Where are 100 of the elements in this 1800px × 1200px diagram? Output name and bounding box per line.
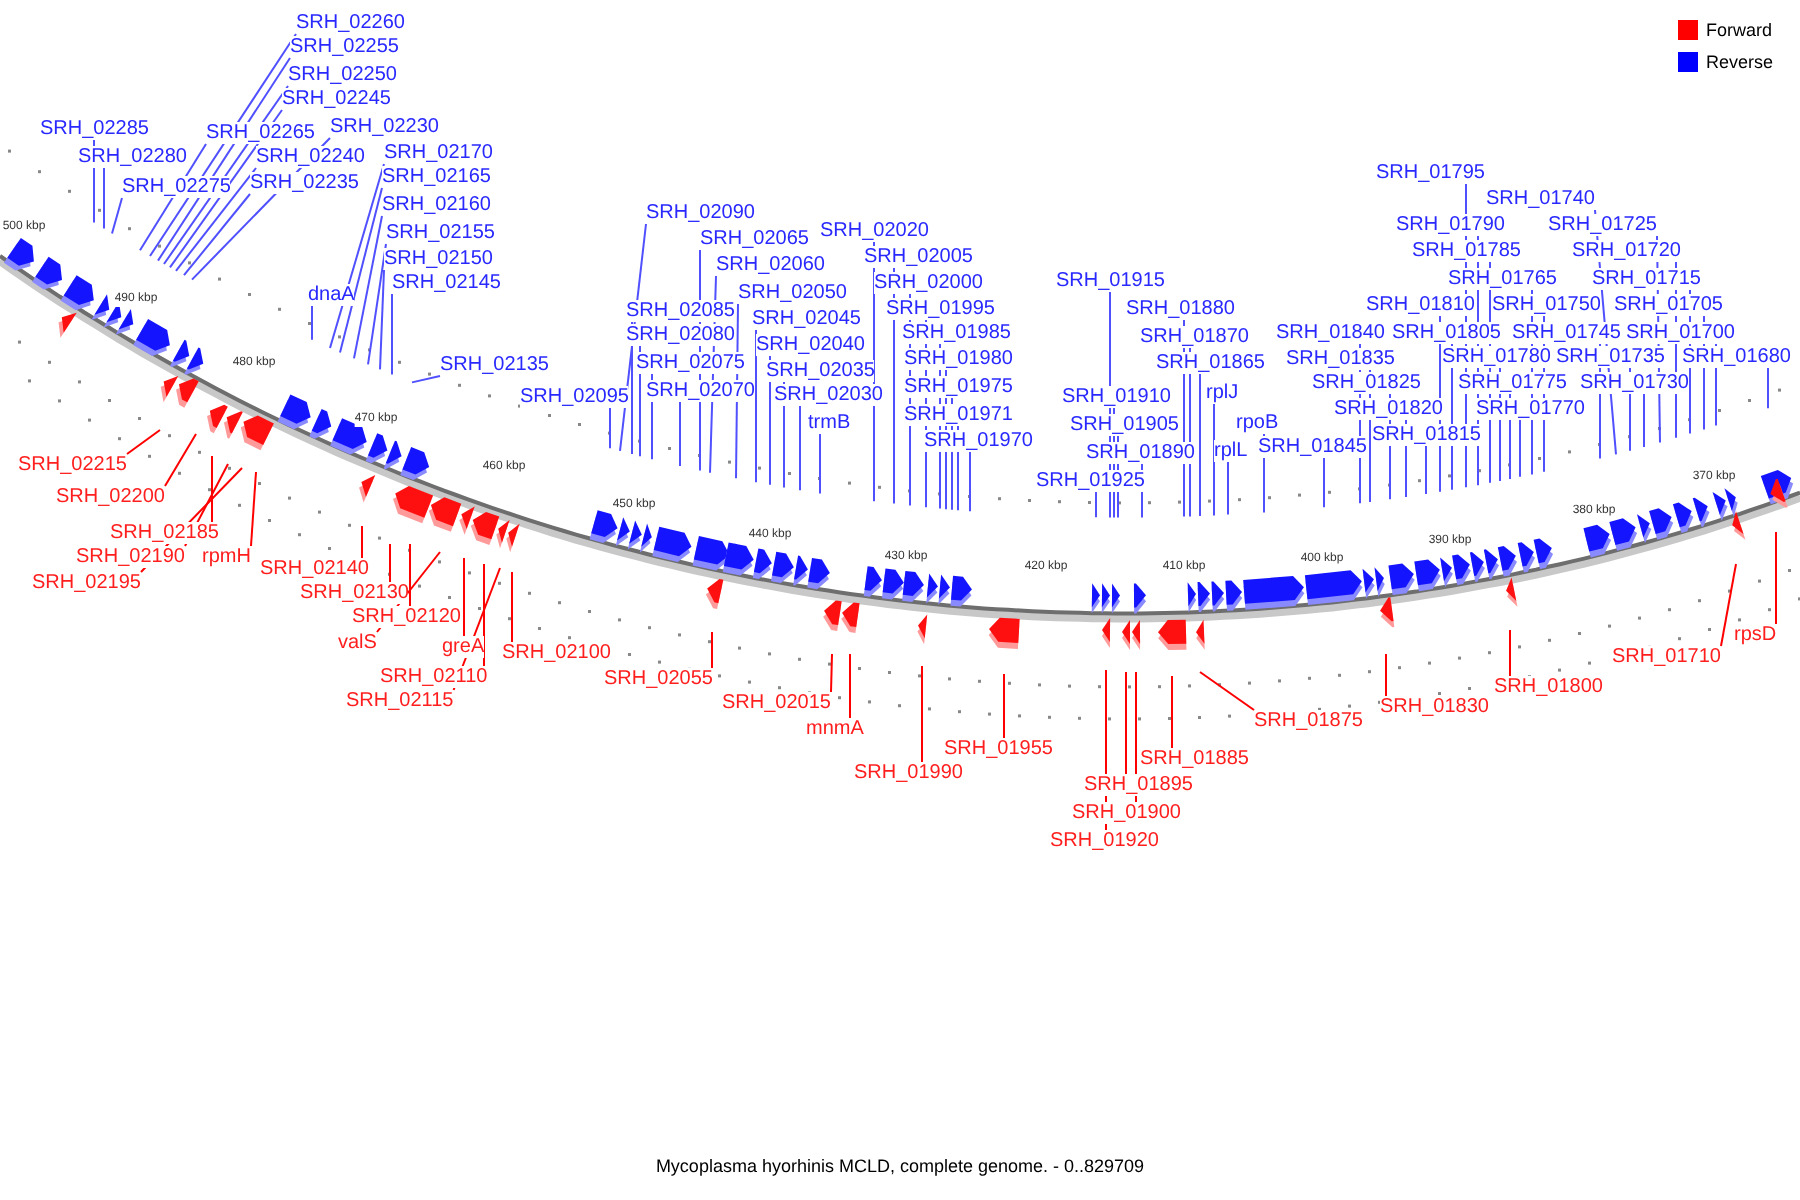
gene-label: SRH_01735	[1556, 346, 1665, 368]
gene-label: SRH_01825	[1312, 372, 1421, 394]
gene-label: SRH_01795	[1376, 162, 1485, 184]
gene-label: SRH_02200	[56, 486, 165, 508]
leader-line	[1227, 461, 1229, 516]
gene-label: SRH_02140	[260, 558, 369, 580]
gene-label: SRH_01990	[854, 762, 963, 784]
gene-label: SRH_01955	[944, 738, 1053, 760]
leader-line	[361, 525, 363, 559]
gene-label: SRH_02275	[122, 176, 231, 198]
gene-label: SRH_02145	[392, 272, 501, 294]
leader-line	[755, 329, 757, 484]
gene-label: SRH_02215	[18, 454, 127, 476]
gene-label: SRH_01870	[1140, 326, 1249, 348]
gene-label: SRH_01865	[1156, 352, 1265, 374]
gene-label: SRH_01895	[1084, 774, 1193, 796]
gene-label: SRH_02160	[382, 194, 491, 216]
gene-label: SRH_01705	[1614, 294, 1723, 316]
gene-label: rplL	[1214, 440, 1248, 462]
gene-label: SRH_01840	[1276, 322, 1385, 344]
leader-line	[1199, 671, 1255, 711]
gene-label: SRH_02185	[110, 522, 219, 544]
gene-label: SRH_01980	[904, 348, 1013, 370]
gene-label: SRH_01925	[1036, 470, 1145, 492]
leader-line	[1213, 403, 1215, 517]
leader-line	[211, 455, 213, 523]
gene-label: dnaA	[308, 284, 355, 306]
leader-line	[103, 167, 105, 230]
caption: Mycoplasma hyorhinis MCLD, complete genome. - 0..829709	[655, 1156, 1145, 1176]
legend-label: Reverse	[1706, 52, 1774, 72]
gene-label: SRH_02130	[300, 582, 409, 604]
gene-label: SRH_02190	[76, 546, 185, 568]
gene-label: SRH_01800	[1494, 676, 1603, 698]
gene-label: SRH_01815	[1372, 424, 1481, 446]
gene-label: SRH_02035	[766, 360, 875, 382]
gene-label: SRH_02065	[700, 228, 809, 250]
gene-label: SRH_01780	[1442, 346, 1551, 368]
leader-line	[799, 405, 801, 492]
leader-line	[409, 543, 411, 607]
gene-label: SRH_01750	[1492, 294, 1601, 316]
gene-label: SRH_02120	[352, 606, 461, 628]
gene-label: rpmH	[202, 546, 251, 568]
gene-label: SRH_01770	[1476, 398, 1585, 420]
leader-line	[353, 215, 383, 360]
leader-line	[679, 401, 681, 467]
gene-label: trmB	[808, 412, 851, 434]
gene-label: SRH_02265	[206, 122, 315, 144]
gene-label: SRH_01970	[924, 430, 1033, 452]
leader-line	[1509, 629, 1511, 677]
gene-label: SRH_02285	[40, 118, 149, 140]
gene-label: SRH_01725	[1548, 214, 1657, 236]
gene-label: SRH_01740	[1486, 188, 1595, 210]
gene-label: SRH_02240	[256, 146, 365, 168]
gene-label: SRH_02050	[738, 282, 847, 304]
leader-line	[483, 563, 485, 667]
gene-label: SRH_02260	[296, 12, 405, 34]
gene-label: SRH_01710	[1612, 646, 1721, 668]
gene-label: SRH_02005	[864, 246, 973, 268]
gene-label: SRH_02000	[874, 272, 983, 294]
gene-label: SRH_02255	[290, 36, 399, 58]
leader-line	[339, 187, 383, 354]
gene-label: SRH_02045	[752, 308, 861, 330]
gene-label: SRH_02110	[380, 666, 488, 688]
gene-label: valS	[338, 632, 377, 654]
leader-line	[1767, 367, 1769, 410]
gene-label: SRH_01900	[1072, 802, 1181, 824]
gene-label: SRH_02170	[384, 142, 493, 164]
leader-line	[921, 665, 923, 763]
gene-label: SRH_02015	[722, 692, 831, 714]
leader-line	[1643, 393, 1645, 448]
leader-line	[609, 407, 611, 450]
leader-line	[1720, 563, 1737, 647]
leader-line	[389, 543, 391, 583]
gene-label: SRH_02115	[346, 690, 454, 712]
gene-label: SRH_01730	[1580, 372, 1689, 394]
gene-label: SRH_01880	[1126, 298, 1235, 320]
leader-line	[1323, 457, 1325, 509]
gene-label: SRH_01745	[1512, 322, 1621, 344]
gene-label: SRH_01830	[1380, 696, 1489, 718]
gene-label: SRH_02280	[78, 146, 187, 168]
gene-label: SRH_01920	[1050, 830, 1159, 852]
gene-label: SRH_01885	[1140, 748, 1249, 770]
gene-label: SRH_02075	[636, 352, 745, 374]
gene-label: SRH_01975	[904, 376, 1013, 398]
gene-label: SRH_01835	[1286, 348, 1395, 370]
leader-line	[175, 167, 257, 272]
gene-label: SRH_01715	[1592, 268, 1701, 290]
gene-label: SRH_01785	[1412, 240, 1521, 262]
gene-label: SRH_01805	[1392, 322, 1501, 344]
gene-label: rpoB	[1236, 412, 1279, 434]
leader-line	[1095, 491, 1097, 519]
gene-label: SRH_01810	[1366, 294, 1475, 316]
leader-line	[830, 653, 833, 693]
gene-label: SRH_02195	[32, 572, 141, 594]
gene-label: SRH_01775	[1458, 372, 1567, 394]
gene-label: SRH_01971	[904, 404, 1013, 426]
gene-label: SRH_02060	[716, 254, 825, 276]
leader-line	[463, 557, 465, 637]
gene-label: SRH_01765	[1448, 268, 1557, 290]
gene-label: SRH_01915	[1056, 270, 1165, 292]
